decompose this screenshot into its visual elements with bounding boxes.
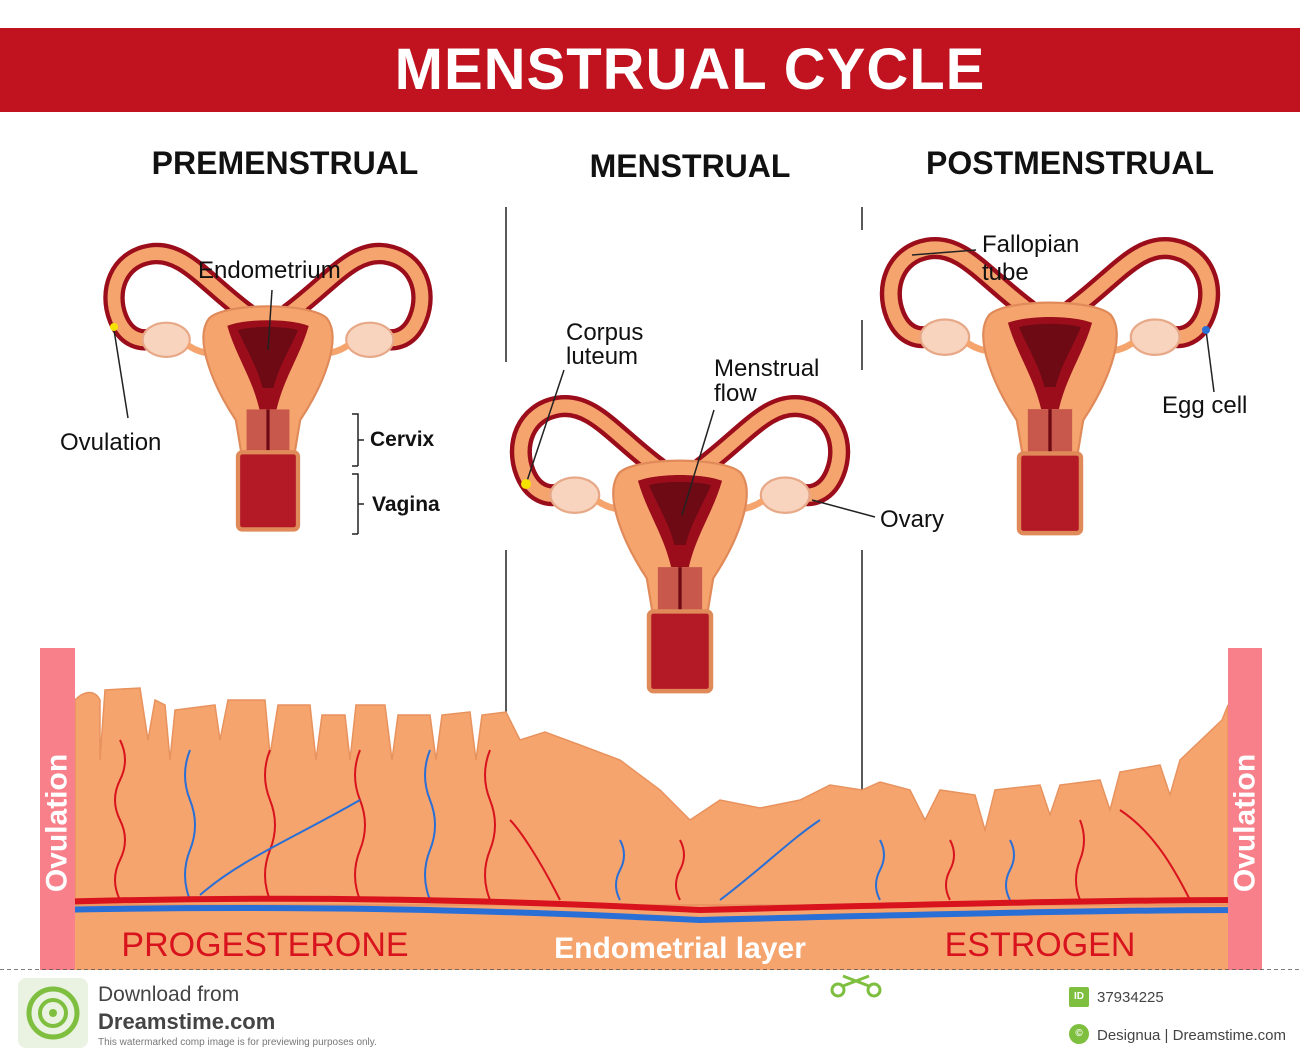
label-menstrual-flow-2: flow — [714, 380, 757, 407]
label-egg-cell: Egg cell — [1162, 392, 1248, 419]
endometrial-layer-label: Endometrial layer — [554, 932, 806, 965]
label-cervix: Cervix — [370, 428, 435, 451]
label-menstrual-flow-1: Menstrual — [714, 355, 820, 382]
label-corpus-luteum-2: luteum — [566, 343, 639, 370]
id-badge: ID — [1069, 987, 1089, 1007]
label-vagina: Vagina — [372, 493, 440, 516]
image-id: 37934225 — [1097, 989, 1164, 1006]
phase-postmenstrual: POSTMENSTRUAL — [926, 145, 1214, 181]
scissors-icon — [830, 974, 882, 998]
footer-notice: This watermarked comp image is for previ… — [98, 1037, 377, 1048]
phase-premenstrual: PREMENSTRUAL — [151, 145, 419, 181]
ovulation-left-label: Ovulation — [40, 753, 74, 893]
footer — [0, 970, 1300, 1061]
label-ovulation: Ovulation — [60, 429, 162, 456]
copyright-icon: © — [1069, 1024, 1089, 1044]
footer-download-from: Download from — [98, 983, 240, 1006]
diagram-title: MENSTRUAL CYCLE — [394, 37, 986, 102]
phase-menstrual: MENSTRUAL — [589, 148, 791, 184]
estrogen-label: ESTROGEN — [944, 926, 1136, 964]
title-bar: MENSTRUAL CYCLE — [0, 28, 1300, 112]
dreamstime-logo-icon — [18, 978, 88, 1048]
progesterone-label: PROGESTERONE — [121, 926, 409, 964]
uterus-menstrual — [521, 406, 839, 691]
label-fallopian-tube-1: Fallopian — [982, 231, 1080, 258]
footer-site: Dreamstime.com — [98, 1009, 276, 1034]
label-corpus-luteum-1: Corpus — [566, 319, 644, 346]
ovulation-right-label: Ovulation — [1228, 753, 1262, 893]
uterus-premenstrual — [114, 253, 422, 529]
label-endometrium: Endometrium — [198, 257, 341, 284]
image-credit: Designua | Dreamstime.com — [1097, 1027, 1286, 1044]
label-fallopian-tube-2: tube — [982, 259, 1029, 286]
uterus-postmenstrual — [891, 248, 1209, 533]
label-ovary: Ovary — [880, 506, 945, 533]
